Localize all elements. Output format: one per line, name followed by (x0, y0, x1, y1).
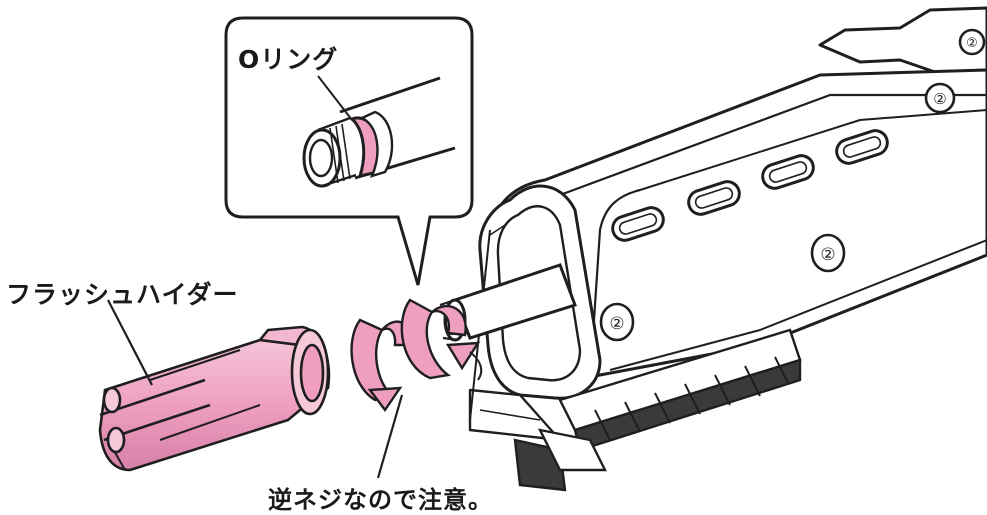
handguard-vent-slots (611, 129, 889, 242)
reverse-thread-caution-label: 逆ネジなので注意。 (268, 486, 493, 514)
o-ring-leader-line (317, 75, 353, 121)
rotation-arrows (350, 298, 483, 413)
caution-leader-line (376, 394, 404, 479)
callout-barrel (302, 76, 456, 188)
screw-marker: ② (810, 233, 846, 273)
screw-marker: ② (958, 28, 986, 56)
screw-marker-label: ② (609, 314, 624, 334)
screw-marker: ② (599, 302, 635, 342)
screw-marker: ② (924, 82, 956, 114)
flash-hider (98, 325, 331, 472)
screw-marker-label: ② (966, 36, 978, 51)
screw-marker-label: ② (933, 90, 946, 108)
o-ring-label: Oリング (238, 45, 339, 74)
lower-rail (513, 328, 802, 492)
screw-marker-label: ② (820, 245, 835, 265)
o-ring-callout (224, 16, 474, 286)
flash-hider-leader-line (107, 299, 153, 386)
flash-hider-label: フラッシュハイダー (6, 280, 239, 309)
